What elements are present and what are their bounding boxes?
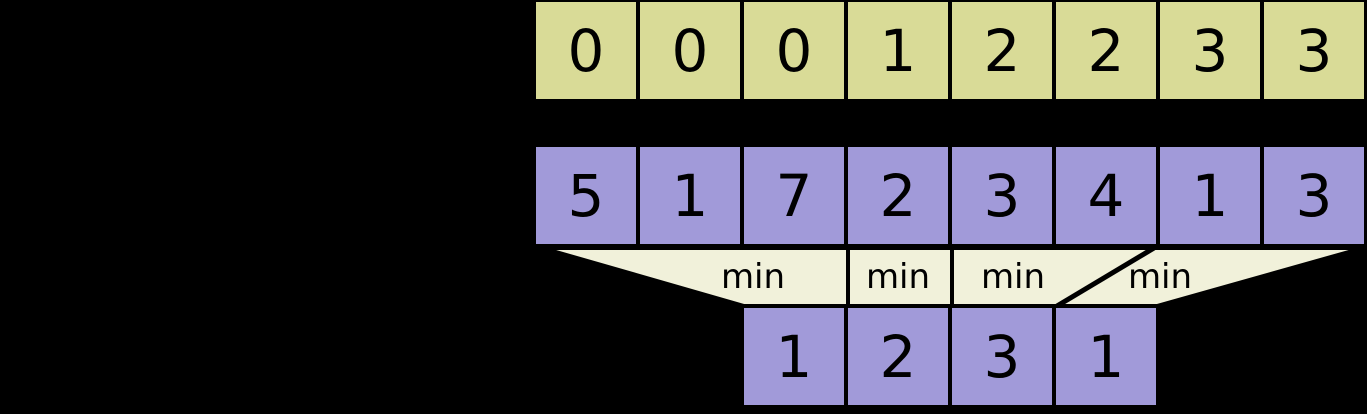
- array-cell-4: 3: [952, 147, 1052, 244]
- array-cell-2: 7: [744, 147, 844, 244]
- min-operation-label-1: min: [865, 257, 931, 297]
- array-values-row: 5 1 7 2 3 4 1 3: [536, 147, 1364, 244]
- block-index-cell-5: 2: [1056, 2, 1156, 99]
- min-operation-label-0: min: [720, 257, 786, 297]
- block-index-cell-0: 0: [536, 2, 636, 99]
- array-cell-1: 1: [640, 147, 740, 244]
- block-index-cell-1: 0: [640, 2, 740, 99]
- block-index-cell-7: 3: [1264, 2, 1364, 99]
- block-min-cell-3: 1: [1056, 308, 1156, 405]
- array-cell-6: 1: [1160, 147, 1260, 244]
- block-index-row: 0 0 0 1 2 2 3 3: [536, 2, 1364, 99]
- array-cell-5: 4: [1056, 147, 1156, 244]
- array-cell-7: 3: [1264, 147, 1364, 244]
- block-index-cell-4: 2: [952, 2, 1052, 99]
- block-min-row: 1 2 3 1: [744, 308, 1156, 405]
- block-min-cell-2: 3: [952, 308, 1052, 405]
- block-index-cell-3: 1: [848, 2, 948, 99]
- block-index-cell-2: 0: [744, 2, 844, 99]
- block-min-cell-1: 2: [848, 308, 948, 405]
- min-operation-label-2: min: [980, 257, 1046, 297]
- block-index-cell-6: 3: [1160, 2, 1260, 99]
- block-min-cell-0: 1: [744, 308, 844, 405]
- array-cell-0: 5: [536, 147, 636, 244]
- min-operation-label-3: min: [1127, 257, 1193, 297]
- array-cell-3: 2: [848, 147, 948, 244]
